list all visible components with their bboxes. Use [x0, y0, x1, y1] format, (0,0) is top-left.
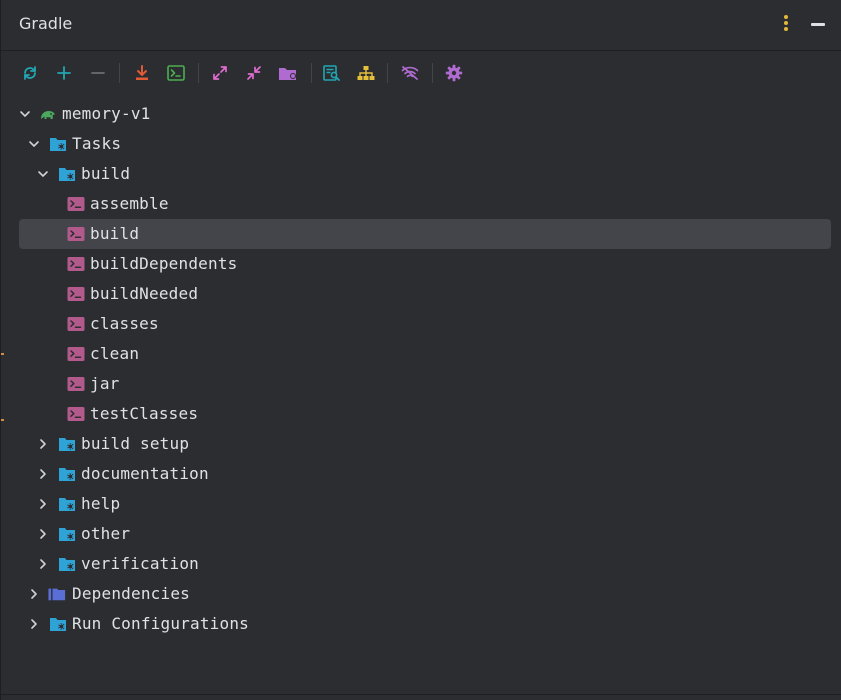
tree-node-label: build	[90, 224, 140, 243]
tree-node-label: help	[81, 494, 121, 513]
toolbar-separator	[432, 63, 433, 83]
add-icon[interactable]	[52, 61, 76, 85]
tree-task-buildDependents[interactable]: buildDependents	[1, 249, 841, 279]
offline-mode-icon[interactable]	[398, 61, 422, 85]
tree-node-project[interactable]: memory-v1	[1, 99, 841, 129]
task-folder-gear-icon	[59, 168, 75, 181]
tree-task-clean[interactable]: clean	[1, 339, 841, 369]
tree-task-buildNeeded[interactable]: buildNeeded	[1, 279, 841, 309]
toolbar-separator	[198, 63, 199, 83]
chevron-right-icon[interactable]	[36, 527, 50, 541]
task-terminal-icon	[67, 377, 85, 391]
tree-node-task-group-build-setup[interactable]: build setup	[1, 429, 841, 459]
bottom-divider	[1, 694, 841, 695]
chevron-down-icon[interactable]	[18, 107, 32, 121]
dependencies-library-icon	[48, 588, 66, 601]
tree-node-task-group-documentation[interactable]: documentation	[1, 459, 841, 489]
collapse-all-icon[interactable]	[242, 61, 266, 85]
gradle-elephant-icon	[41, 111, 55, 119]
tree-task-assemble[interactable]: assemble	[1, 189, 841, 219]
task-folder-gear-icon	[59, 468, 75, 481]
task-folder-gear-icon	[59, 558, 75, 571]
analyze-dependencies-icon[interactable]	[320, 61, 344, 85]
tree-node-label: memory-v1	[62, 104, 151, 123]
task-terminal-icon	[67, 197, 85, 211]
tree-node-label: buildDependents	[90, 254, 238, 273]
chevron-down-icon[interactable]	[27, 137, 41, 151]
task-terminal-icon	[67, 257, 85, 271]
minimize-icon[interactable]	[811, 23, 825, 26]
tree-node-task-group-other[interactable]: other	[1, 519, 841, 549]
tree-node-label: buildNeeded	[90, 284, 199, 303]
tree-node-task-group-build[interactable]: build	[1, 159, 841, 189]
remove-icon[interactable]	[86, 61, 110, 85]
tree-node-label: build setup	[81, 434, 190, 453]
task-folder-gear-icon	[50, 138, 66, 151]
tree-node-label: clean	[90, 344, 140, 363]
more-options-icon[interactable]	[782, 15, 790, 35]
chevron-right-icon[interactable]	[27, 587, 41, 601]
task-folder-gear-icon	[59, 498, 75, 511]
gradle-toolbar	[1, 57, 841, 89]
tree-task-jar[interactable]: jar	[1, 369, 841, 399]
tree-node-task-group-verification[interactable]: verification	[1, 549, 841, 579]
settings-gear-icon[interactable]	[442, 61, 466, 85]
reload-icon[interactable]	[18, 61, 42, 85]
toolbar-separator	[387, 63, 388, 83]
task-folder-gear-icon	[59, 528, 75, 541]
chevron-right-icon[interactable]	[27, 617, 41, 631]
toolbar-separator	[119, 63, 120, 83]
gradle-project-tree: memory-v1 Tasks build assemble build bui…	[1, 99, 841, 639]
download-sources-icon[interactable]	[130, 61, 154, 85]
tree-node-label: Tasks	[72, 134, 122, 153]
chevron-right-icon[interactable]	[36, 497, 50, 511]
chevron-down-icon[interactable]	[36, 167, 50, 181]
terminal-icon[interactable]	[164, 61, 188, 85]
tree-node-task-group-help[interactable]: help	[1, 489, 841, 519]
tree-node-label: testClasses	[90, 404, 199, 423]
chevron-right-icon[interactable]	[36, 557, 50, 571]
tree-node-label: build	[81, 164, 131, 183]
tool-window-header: Gradle	[1, 0, 841, 51]
open-folder-icon[interactable]	[276, 61, 300, 85]
tree-task-classes[interactable]: classes	[1, 309, 841, 339]
toolbar-separator	[311, 63, 312, 83]
tree-node-run-configurations[interactable]: Run Configurations	[1, 609, 841, 639]
task-terminal-icon	[67, 407, 85, 421]
expand-all-icon[interactable]	[208, 61, 232, 85]
chevron-right-icon[interactable]	[36, 437, 50, 451]
tree-node-label: Dependencies	[72, 584, 190, 603]
tree-node-label: assemble	[90, 194, 169, 213]
tree-node-tasks[interactable]: Tasks	[1, 129, 841, 159]
tree-node-label: other	[81, 524, 131, 543]
chevron-right-icon[interactable]	[36, 467, 50, 481]
tree-node-dependencies[interactable]: Dependencies	[1, 579, 841, 609]
tree-node-label: classes	[90, 314, 159, 333]
show-dependencies-icon[interactable]	[354, 61, 378, 85]
task-terminal-icon	[67, 227, 85, 241]
task-terminal-icon	[67, 287, 85, 301]
tree-task-testClasses[interactable]: testClasses	[1, 399, 841, 429]
tree-node-label: jar	[90, 374, 120, 393]
task-folder-gear-icon	[59, 438, 75, 451]
tree-node-label: Run Configurations	[72, 614, 249, 633]
tree-task-build[interactable]: build	[1, 219, 841, 249]
panel-title: Gradle	[19, 14, 73, 33]
run-config-folder-gear-icon	[50, 618, 66, 631]
tree-node-label: verification	[81, 554, 199, 573]
task-terminal-icon	[67, 317, 85, 331]
task-terminal-icon	[67, 347, 85, 361]
tree-node-label: documentation	[81, 464, 209, 483]
